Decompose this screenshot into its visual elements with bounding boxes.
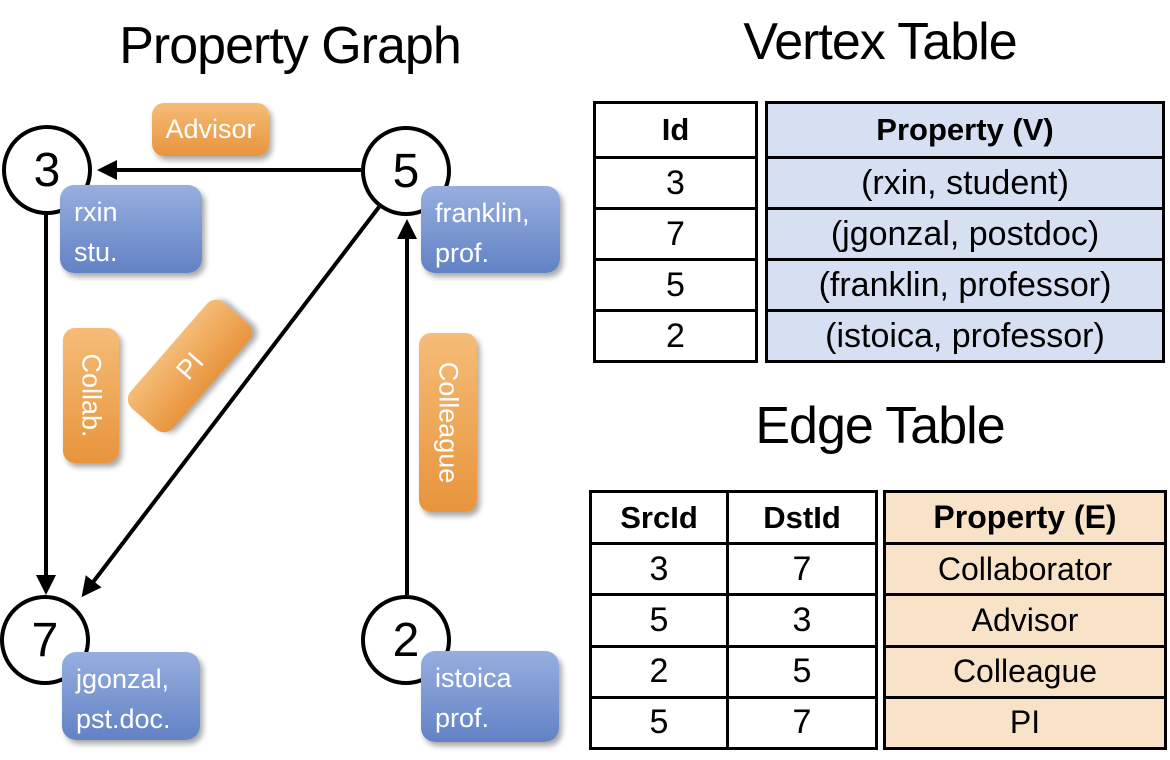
vertex-property-box-istoica: istoica prof. (421, 651, 559, 742)
vertex-table-property-column: Property (V) (rxin, student) (jgonzal, p… (765, 101, 1165, 363)
edge-arrow-5-to-7 (81, 205, 381, 598)
edge-label-text: PI (169, 346, 210, 386)
vertex-table-cell: 3 (596, 156, 755, 207)
vertex-property-line: istoica (435, 663, 512, 693)
vertex-table-title: Vertex Table (743, 13, 1017, 71)
graph-node-2: 2 (361, 595, 451, 685)
edge-table-property-column: Property (E) Collaborator Advisor Collea… (883, 490, 1167, 750)
vertex-property-line: prof. (435, 703, 490, 733)
edge-table-cell: 5 (592, 593, 726, 644)
vertex-table-cell: 7 (596, 207, 755, 258)
edge-label-text: Colleague (433, 361, 464, 484)
edge-label-colleague: Colleague (419, 333, 477, 512)
edge-table-cell: 7 (726, 695, 875, 747)
edge-table-cell: 3 (726, 593, 875, 645)
edge-table-cell: Advisor (886, 593, 1164, 644)
edge-label-collab: Collab. (63, 328, 119, 463)
edge-table-header-property: Property (E) (933, 499, 1117, 535)
edge-table-id-columns: SrcId DstId 3 7 5 3 2 5 5 7 (589, 490, 878, 750)
vertex-property-line: stu. (74, 237, 118, 267)
vertex-property-line: rxin (74, 197, 118, 227)
vertex-table-header-property: Property (V) (876, 112, 1054, 147)
graph-edges-svg (36, 160, 417, 598)
node-id-label: 7 (31, 613, 59, 667)
vertex-property-box-jgonzal: jgonzal, pst.doc. (62, 652, 200, 740)
node-id-label: 2 (392, 613, 420, 667)
edge-table-header-srcid: SrcId (620, 499, 698, 535)
vertex-table-cell: 2 (596, 309, 755, 360)
edge-table-cell: PI (886, 695, 1164, 747)
property-graph-title: Property Graph (119, 17, 462, 75)
edge-table-header-dstid: DstId (726, 493, 875, 542)
node-id-label: 5 (392, 144, 420, 198)
vertex-property-box-franklin: franklin, prof. (421, 186, 560, 273)
vertex-table-header-id: Id (661, 112, 690, 147)
edge-label-text: Advisor (165, 114, 256, 144)
edge-table-title: Edge Table (755, 397, 1005, 455)
edge-table-cell: 7 (726, 542, 875, 594)
edge-label-advisor: Advisor (152, 103, 269, 156)
vertex-table-cell: (rxin, student) (768, 156, 1162, 207)
edge-table-cell: 5 (592, 695, 726, 747)
vertex-property-line: jgonzal, (76, 664, 170, 694)
vertex-property-line: pst.doc. (76, 704, 171, 734)
vertex-table-cell: 5 (596, 258, 755, 309)
vertex-property-line: franklin, (435, 198, 530, 228)
edge-table-cell: 3 (592, 542, 726, 593)
edge-label-text: Collab. (76, 353, 107, 438)
edge-table-cell: 5 (726, 644, 875, 696)
edge-table-cell: 2 (592, 644, 726, 696)
edge-table-cell: Colleague (886, 644, 1164, 696)
vertex-table-cell: (jgonzal, postdoc) (768, 207, 1162, 258)
vertex-property-box-rxin: rxin stu. (60, 185, 202, 273)
node-id-label: 3 (33, 143, 61, 197)
graph-node-5: 5 (361, 126, 451, 216)
edge-table-cell: Collaborator (886, 542, 1164, 593)
vertex-table-cell: (franklin, professor) (768, 258, 1162, 309)
vertex-table-cell: (istoica, professor) (768, 309, 1162, 360)
vertex-property-line: prof. (435, 238, 490, 268)
vertex-table-id-column: Id 3 7 5 2 (593, 101, 758, 363)
